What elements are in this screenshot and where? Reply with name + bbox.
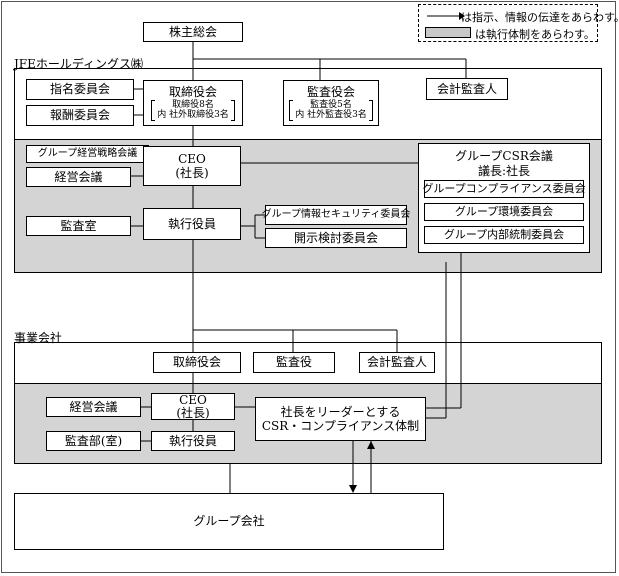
- legend-arrow-icon: [427, 12, 465, 20]
- legend-arrow-text: は指示、情報の伝達をあらわす。: [461, 11, 619, 24]
- subsidiary-auditor-box: 監査役: [253, 352, 335, 373]
- subsidiary-audit-dept-box: 監査部(室): [46, 431, 141, 451]
- holdings-board-box: 取締役会 取締役8名 内 社外取締役3名: [143, 80, 243, 126]
- legend-shade-swatch: [425, 27, 471, 38]
- holdings-ceo-sub: (社長): [175, 166, 209, 180]
- holdings-board-composition: 取締役8名 内 社外取締役3名: [151, 99, 235, 121]
- subsidiary-csr-line2: CSR・コンプライアンス体制: [261, 419, 420, 433]
- group-companies-box: グループ会社: [14, 493, 444, 550]
- holdings-ceo-box: CEO (社長): [143, 146, 241, 186]
- subsidiary-executive-officers-box: 執行役員: [151, 431, 235, 451]
- subsidiary-accounting-auditor-box: 会計監査人: [359, 352, 435, 373]
- subsidiary-board-box: 取締役会: [153, 352, 241, 373]
- info-security-committee-box: グループ情報セキュリティ委員会: [262, 205, 410, 225]
- subsidiary-name: 事業会社: [14, 331, 63, 345]
- group-compliance-committee-box: グループコンプライアンス委員会: [422, 180, 586, 198]
- csr-meeting-title: グループCSR会議: [455, 149, 553, 163]
- audit-office-box: 監査室: [26, 216, 131, 236]
- group-internal-control-committee-box: グループ内部統制委員会: [424, 226, 584, 244]
- legend-shade-text: は執行体制をあらわす。: [475, 28, 595, 41]
- holdings-auditors-sub1: 監査役5名: [310, 99, 352, 110]
- holdings-management-meeting-box: 経営会議: [26, 167, 131, 187]
- holdings-auditors-box: 監査役会 監査役5名 内 社外監査役3名: [283, 80, 379, 126]
- holdings-board-title: 取締役会: [168, 85, 217, 100]
- holdings-auditors-composition: 監査役5名 内 社外監査役3名: [289, 99, 373, 121]
- holdings-auditors-sub2: 内 社外監査役3名: [295, 110, 367, 121]
- holdings-board-sub2: 内 社外取締役3名: [157, 110, 229, 121]
- group-strategy-meeting-box: グループ経営戦略会議: [26, 145, 149, 163]
- subsidiary-ceo-box: CEO (社長): [151, 393, 235, 420]
- holdings-executive-officers-box: 執行役員: [143, 208, 241, 240]
- csr-meeting-header: グループCSR会議 議長:社長: [419, 149, 589, 179]
- holdings-ceo-title: CEO: [178, 151, 206, 166]
- compensation-committee-box: 報酬委員会: [26, 105, 134, 126]
- disclosure-committee-box: 開示検討委員会: [265, 228, 407, 248]
- holdings-board-sub1: 取締役8名: [172, 99, 214, 110]
- subsidiary-csr-compliance-box: 社長をリーダーとする CSR・コンプライアンス体制: [255, 397, 426, 441]
- holdings-accounting-auditor-box: 会計監査人: [426, 78, 508, 100]
- legend: は指示、情報の伝達をあらわす。 は執行体制をあらわす。: [418, 4, 619, 42]
- subsidiary-management-meeting-box: 経営会議: [46, 397, 141, 417]
- csr-meeting-chair: 議長:社長: [477, 164, 531, 178]
- nomination-committee-box: 指名委員会: [26, 79, 134, 100]
- subsidiary-csr-line1: 社長をリーダーとする: [280, 404, 401, 419]
- subsidiary-ceo-title: CEO: [179, 392, 207, 407]
- group-environment-committee-box: グループ環境委員会: [424, 203, 584, 221]
- subsidiary-ceo-sub: (社長): [176, 405, 210, 420]
- holdings-name: JFEホールディングス㈱: [14, 57, 144, 71]
- holdings-auditors-title: 監査役会: [306, 85, 355, 100]
- shareholders-meeting-box: 株主総会: [143, 22, 243, 42]
